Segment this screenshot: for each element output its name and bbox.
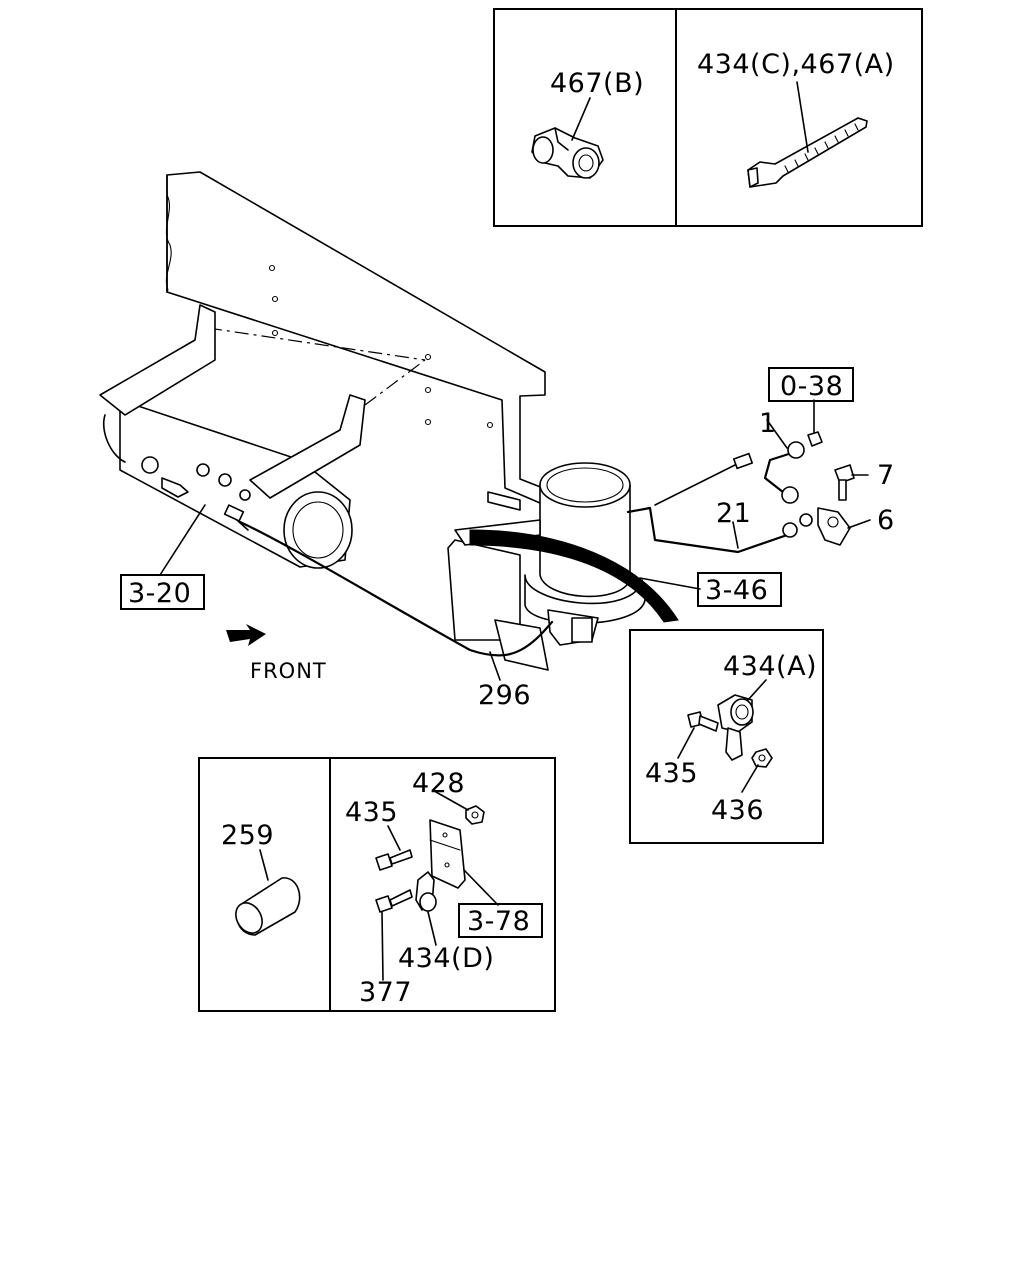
label-436: 436 xyxy=(711,795,764,826)
label-296: 296 xyxy=(478,680,531,711)
bolt-icon xyxy=(834,464,855,501)
label-3-46: 3-46 xyxy=(705,575,768,606)
inset-top-right xyxy=(493,8,923,227)
dryer-bracket xyxy=(447,491,549,671)
double-hose-clip-icon xyxy=(531,127,604,179)
nut-icon xyxy=(465,805,485,825)
label-7: 7 xyxy=(877,460,895,491)
label-6: 6 xyxy=(877,505,895,536)
bolt-icon xyxy=(375,849,413,913)
main-assembly xyxy=(99,171,855,671)
pipe-clamp-icon xyxy=(717,694,754,761)
bolt-icon xyxy=(687,711,719,732)
mounting-plate-icon xyxy=(429,819,466,889)
label-21: 21 xyxy=(716,498,751,529)
tank-brackets xyxy=(99,304,366,499)
nut-icon xyxy=(751,748,773,768)
sleeve-icon xyxy=(235,877,301,936)
clamp-bracket-icon xyxy=(799,507,851,546)
label-434c-467a: 434(C),467(A) xyxy=(697,49,895,80)
fittings xyxy=(781,431,823,538)
inset-right-middle xyxy=(629,629,824,844)
inset-bottom xyxy=(198,757,556,1012)
label-3-78: 3-78 xyxy=(467,906,530,937)
label-front: FRONT xyxy=(250,659,327,683)
label-435-right: 435 xyxy=(645,758,698,789)
label-467b: 467(B) xyxy=(550,68,644,99)
pipe-clamp-icon xyxy=(415,871,437,912)
front-arrow-icon xyxy=(226,624,266,646)
label-435-bottom: 435 xyxy=(345,797,398,828)
label-377: 377 xyxy=(359,977,412,1008)
air-tank xyxy=(103,399,353,569)
label-3-20: 3-20 xyxy=(128,578,191,609)
label-1: 1 xyxy=(759,408,777,439)
label-434a: 434(A) xyxy=(723,651,817,682)
label-259: 259 xyxy=(221,820,274,851)
frame-rail xyxy=(165,171,546,504)
leader-lines xyxy=(159,399,871,681)
label-434d: 434(D) xyxy=(398,943,494,974)
label-0-38: 0-38 xyxy=(780,371,843,402)
label-428: 428 xyxy=(412,768,465,799)
